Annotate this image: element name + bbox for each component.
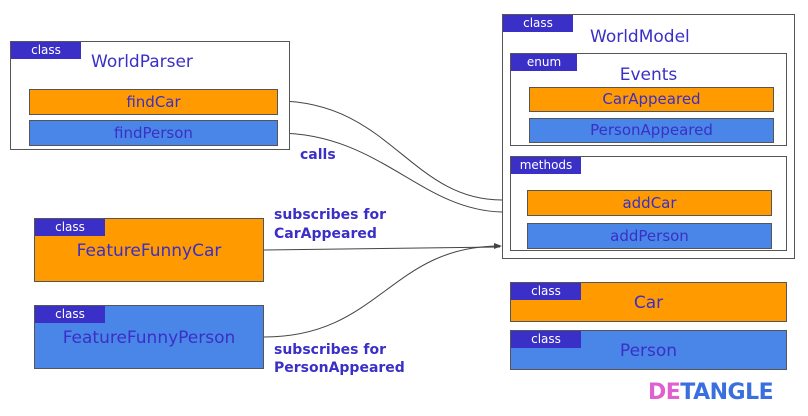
logo-end: TANGLE xyxy=(680,380,774,405)
subscribes-car-line1: subscribes for xyxy=(274,207,386,223)
car-class: class Car xyxy=(510,282,787,322)
class-tag: class xyxy=(35,306,105,323)
worldmodel-title: WorldModel xyxy=(590,27,690,47)
connector-findcar xyxy=(276,100,503,201)
method-addcar: addCar xyxy=(527,190,772,216)
connector-funnyperson xyxy=(263,245,501,338)
worldmodel-class: class WorldModel enum Events CarAppeared… xyxy=(502,14,795,259)
subscribes-person-line1: subscribes for xyxy=(274,342,386,358)
method-findperson: findPerson xyxy=(29,120,278,146)
subscribes-person-line2: PersonAppeared xyxy=(274,360,405,376)
events-title: Events xyxy=(619,65,678,85)
connector-findperson xyxy=(276,132,503,213)
detangle-logo: DETANGLE xyxy=(648,380,774,405)
car-title: Car xyxy=(633,293,664,313)
enum-tag: enum xyxy=(511,54,577,71)
class-tag: class xyxy=(511,283,581,300)
featurefunnycar-title: FeatureFunnyCar xyxy=(76,241,222,261)
class-tag: class xyxy=(11,42,81,59)
method-findcar: findCar xyxy=(29,89,278,115)
event-personappeared: PersonAppeared xyxy=(529,118,774,143)
event-carappeared: CarAppeared xyxy=(529,87,774,112)
subscribes-car-line2: CarAppeared xyxy=(274,226,377,242)
person-title: Person xyxy=(619,341,678,361)
connector-funnycar xyxy=(263,246,501,251)
methods-tag: methods xyxy=(511,157,581,174)
method-addperson: addPerson xyxy=(527,223,772,249)
logo-start: DE xyxy=(648,380,681,405)
class-tag: class xyxy=(503,15,573,32)
class-tag: class xyxy=(511,331,581,348)
arrowhead xyxy=(494,243,502,249)
featurefunnyperson-class: class FeatureFunnyPerson xyxy=(34,305,264,369)
featurefunnyperson-title: FeatureFunnyPerson xyxy=(62,328,236,348)
methods-section: methods addCar addPerson xyxy=(510,156,787,251)
events-enum: enum Events CarAppeared PersonAppeared xyxy=(510,53,787,146)
class-tag: class xyxy=(35,219,105,236)
calls-label: calls xyxy=(300,147,336,163)
worldparser-class: class WorldParser findCar findPerson xyxy=(10,41,290,150)
featurefunnycar-class: class FeatureFunnyCar xyxy=(34,218,264,282)
worldparser-title: WorldParser xyxy=(91,52,193,72)
person-class: class Person xyxy=(510,330,787,370)
